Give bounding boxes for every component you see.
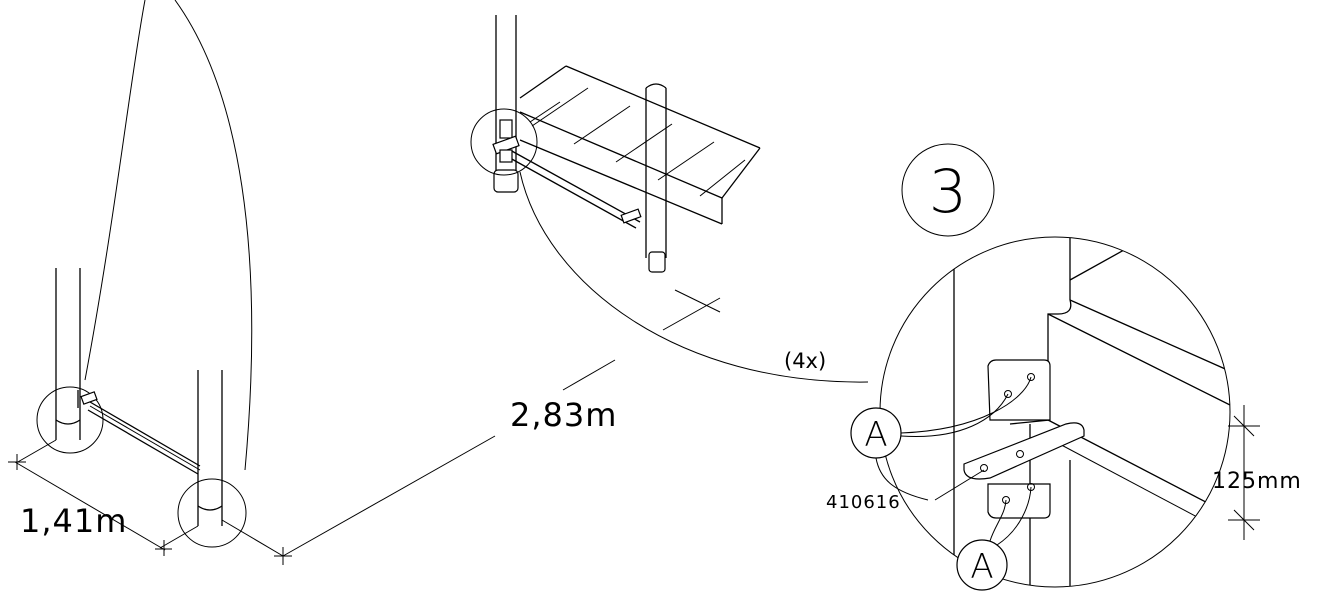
quantity-label: (4x) <box>784 349 826 373</box>
detail-circle-left <box>36 386 104 454</box>
dim-width-label: 1,41m <box>20 502 127 540</box>
post-right <box>177 370 247 548</box>
dim-width <box>8 439 199 556</box>
platform-middle <box>470 15 869 383</box>
part-number-label: 410616 <box>826 492 901 513</box>
detail-circle-middle <box>470 108 538 176</box>
zoom-detail <box>953 237 1230 587</box>
step-number: 3 <box>929 157 967 227</box>
leader-a-top-1 <box>900 393 1009 438</box>
layout-left: 1,41m 2,83m <box>8 0 721 565</box>
zoom-leader <box>519 171 869 383</box>
beam-left <box>77 390 201 475</box>
leader-a-bottom-2 <box>996 486 1032 546</box>
deck-boards <box>519 65 761 225</box>
dim-length-label: 2,83m <box>510 396 617 434</box>
dim-height <box>1228 405 1260 540</box>
detail-circle-right <box>177 478 247 548</box>
leader-a-top-2 <box>900 376 1032 434</box>
dim-length <box>221 289 721 565</box>
leader-a-bottom-1 <box>989 499 1007 542</box>
step-circle <box>901 143 995 237</box>
dim-height-label: 125mm <box>1212 469 1302 494</box>
callout-a-top-label: A <box>864 415 887 455</box>
post-left <box>36 268 104 454</box>
zoom-circle <box>879 236 1231 588</box>
guide-arc-right <box>174 0 253 471</box>
callout-a-bottom-label: A <box>970 547 993 587</box>
guide-arc-left <box>84 0 146 381</box>
leader-part <box>934 469 985 501</box>
callout-a-bottom <box>956 539 1008 591</box>
leader-part-callout <box>875 457 929 501</box>
